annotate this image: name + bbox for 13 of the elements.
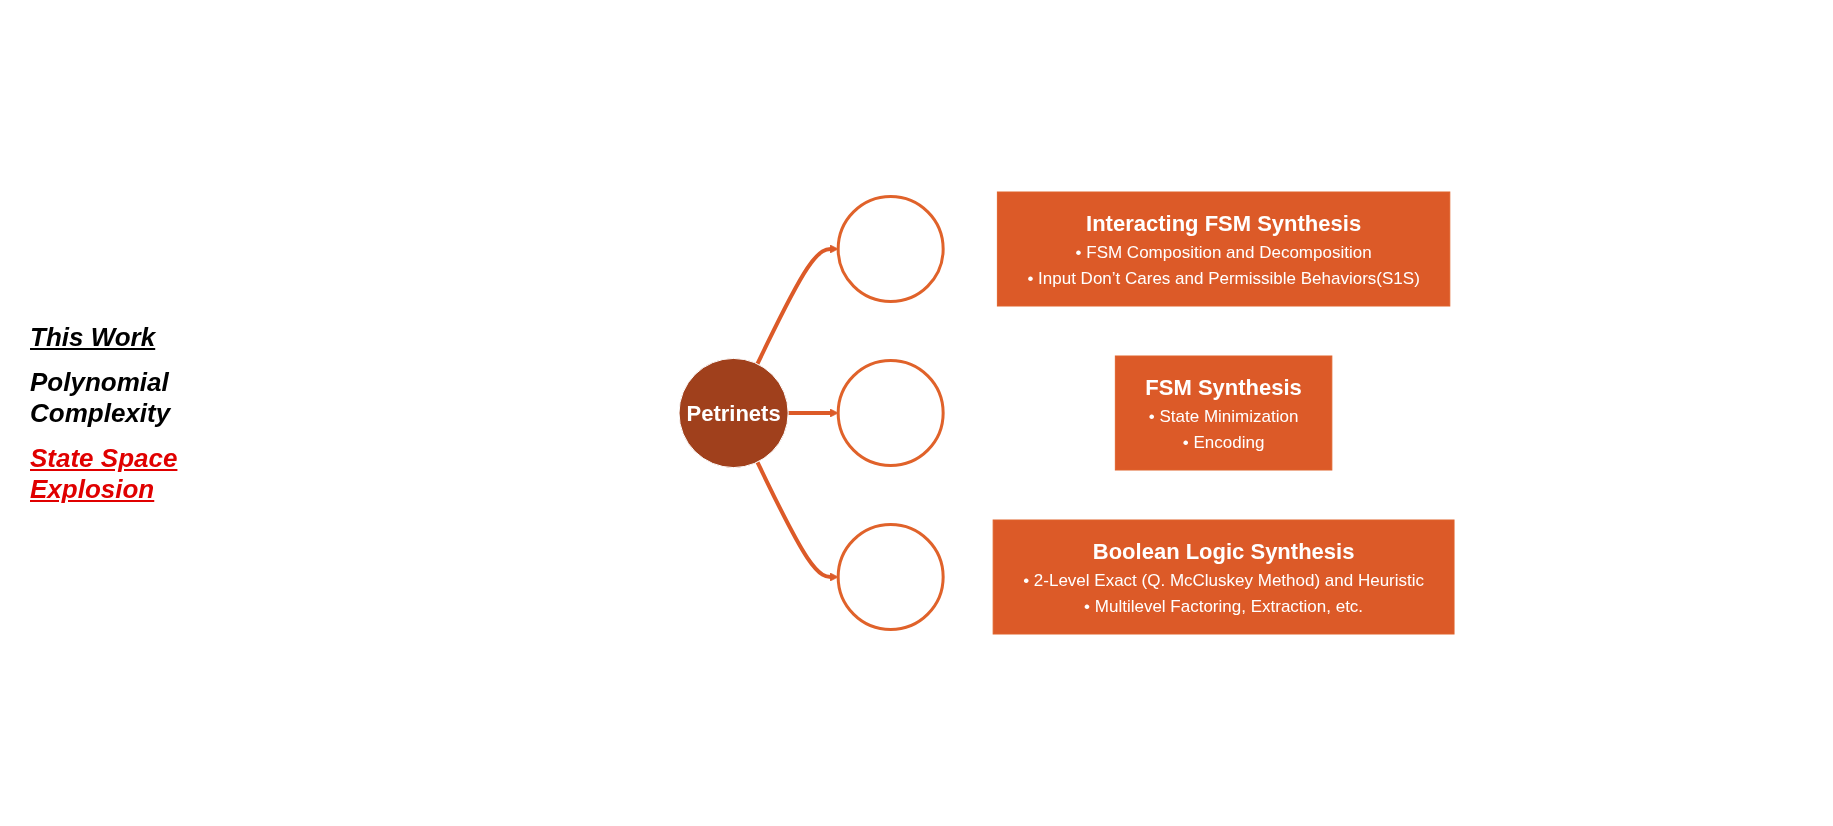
node-box: Interacting FSM Synthesis • FSM Composition and Decomposition • Input Don’t Cares and Permissible Behaviors(S1S) — [996, 191, 1451, 307]
node-circle: Petrinets — [678, 357, 789, 469]
node-circle — [836, 359, 945, 467]
node-box: FSM Synthesis • State Minimization • Encoding — [1114, 355, 1333, 471]
annotation-text: State Space Explosion — [30, 442, 179, 505]
node-circle — [836, 195, 945, 303]
arrow — [755, 461, 839, 582]
arrow — [755, 244, 839, 365]
node-box: Boolean Logic Synthesis • 2-Level Exact (Q. McCluskey Method) and Heuristic • Multilevel Factoring, Extraction, etc. — [992, 519, 1455, 635]
annotation-text: This Work — [30, 321, 157, 353]
node-circle — [836, 523, 945, 631]
arrow — [788, 408, 839, 418]
annotation-text: Polynomial Complexity — [30, 366, 172, 429]
